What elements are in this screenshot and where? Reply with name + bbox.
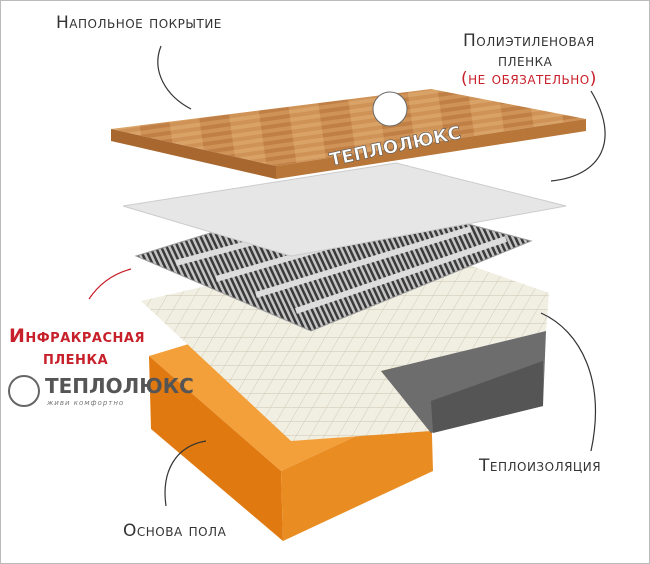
arrow-infrared <box>88 268 132 300</box>
arrow-polyethylene <box>550 90 606 182</box>
label-insulation: Теплоизоляция <box>479 456 602 476</box>
arrow-insulation <box>540 312 596 452</box>
arrow-base <box>164 440 207 507</box>
label-base: Основа пола <box>123 521 227 541</box>
pointer-arrows <box>88 45 606 507</box>
arrow-flooring <box>157 45 192 110</box>
label-polyethylene-2: пленка <box>498 51 553 71</box>
label-polyethylene-optional: (не обязательно) <box>461 69 597 89</box>
label-infrared-1: Инфракрасная <box>9 325 145 347</box>
logo-tagline: живи комфортно <box>47 399 125 407</box>
logo-emblem-icon <box>8 375 40 407</box>
label-flooring: Напольное покрытие <box>56 13 222 33</box>
label-infrared-2: пленка <box>43 347 109 369</box>
flooring-layer: ТЕПЛОЛЮКС <box>111 89 586 179</box>
logo-name: ТЕПЛОЛЮКС <box>45 374 194 398</box>
label-polyethylene-1: Полиэтиленовая <box>463 31 595 51</box>
polyethylene-film-layer <box>122 162 567 257</box>
